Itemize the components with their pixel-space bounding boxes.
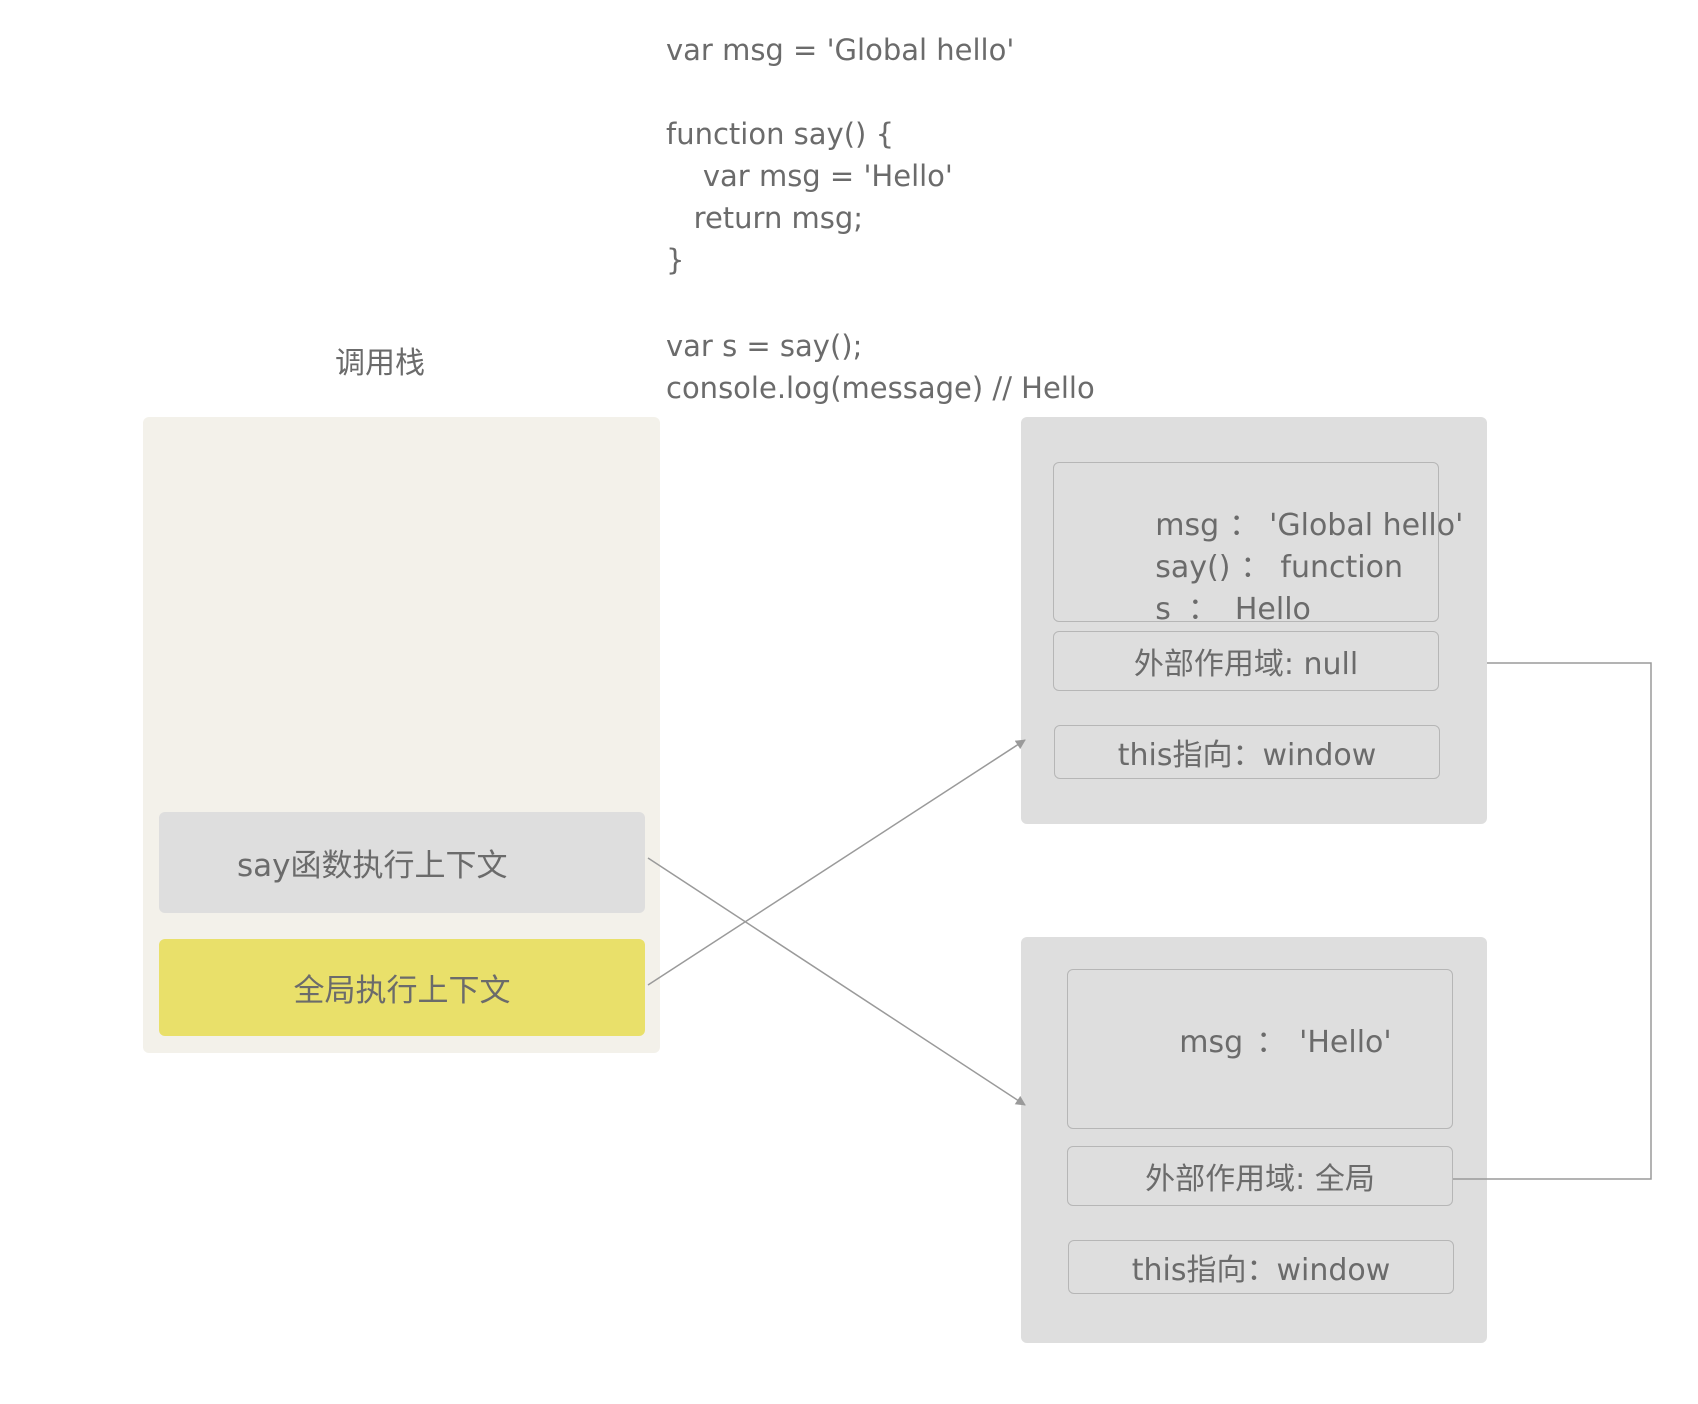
code-line: var s = say();: [666, 329, 863, 363]
global-context-panel: msg ： 'Global hello' say() ： function s ： Hell…: [1021, 417, 1487, 824]
say-outer-scope: 外部作用域: 全局: [1067, 1146, 1453, 1206]
variable-row: msg ： 'Global hello': [1098, 463, 1463, 589]
say-execution-context-frame: say函数执行上下文: [159, 812, 645, 913]
code-line: return msg;: [666, 201, 864, 235]
variable-row: say() ： function: [1098, 505, 1403, 631]
code-line: var msg = 'Hello': [666, 159, 953, 193]
global-variable-environment: msg ： 'Global hello' say() ： function s ： Hell…: [1053, 462, 1463, 627]
global-outer-scope: 外部作用域: null: [1053, 631, 1439, 691]
global-this-binding: this指向：window: [1054, 725, 1440, 779]
variable-row: msg ： 'Hello': [1122, 980, 1392, 1106]
variable-name: msg: [1179, 1025, 1244, 1060]
code-line: }: [666, 243, 685, 277]
code-line: function say() {: [666, 117, 895, 151]
variable-value: Hello: [1234, 592, 1311, 627]
variable-separator: ：: [1256, 1025, 1287, 1060]
call-stack-panel: say函数执行上下文 全局执行上下文: [143, 417, 660, 1053]
variable-row: s ： Hello: [1098, 547, 1311, 673]
code-line: console.log(message) // Hello: [666, 371, 1095, 405]
global-execution-context-frame: 全局执行上下文: [159, 939, 645, 1036]
variable-value: function: [1280, 550, 1403, 585]
say-frame-to-say-context-arrow: [647, 857, 1026, 1106]
variable-name: s: [1155, 592, 1171, 627]
say-this-binding: this指向：window: [1068, 1240, 1454, 1294]
variable-separator: ：: [1229, 508, 1260, 543]
call-stack-title: 调用栈: [335, 346, 425, 381]
say-variable-environment: msg ： 'Hello': [1067, 969, 1453, 1129]
global-frame-to-global-context-arrow: [647, 739, 1026, 986]
variable-separator: ：: [1240, 550, 1271, 585]
variable-name: say(): [1155, 550, 1231, 585]
variable-separator: ：: [1187, 592, 1218, 627]
variable-name: msg: [1155, 508, 1220, 543]
variable-value: 'Global hello': [1269, 508, 1464, 543]
code-line: var msg = 'Global hello': [666, 33, 1015, 67]
say-context-panel: msg ： 'Hello' 外部作用域: 全局 this指向：window: [1021, 937, 1487, 1343]
variable-value: 'Hello': [1299, 1025, 1392, 1060]
